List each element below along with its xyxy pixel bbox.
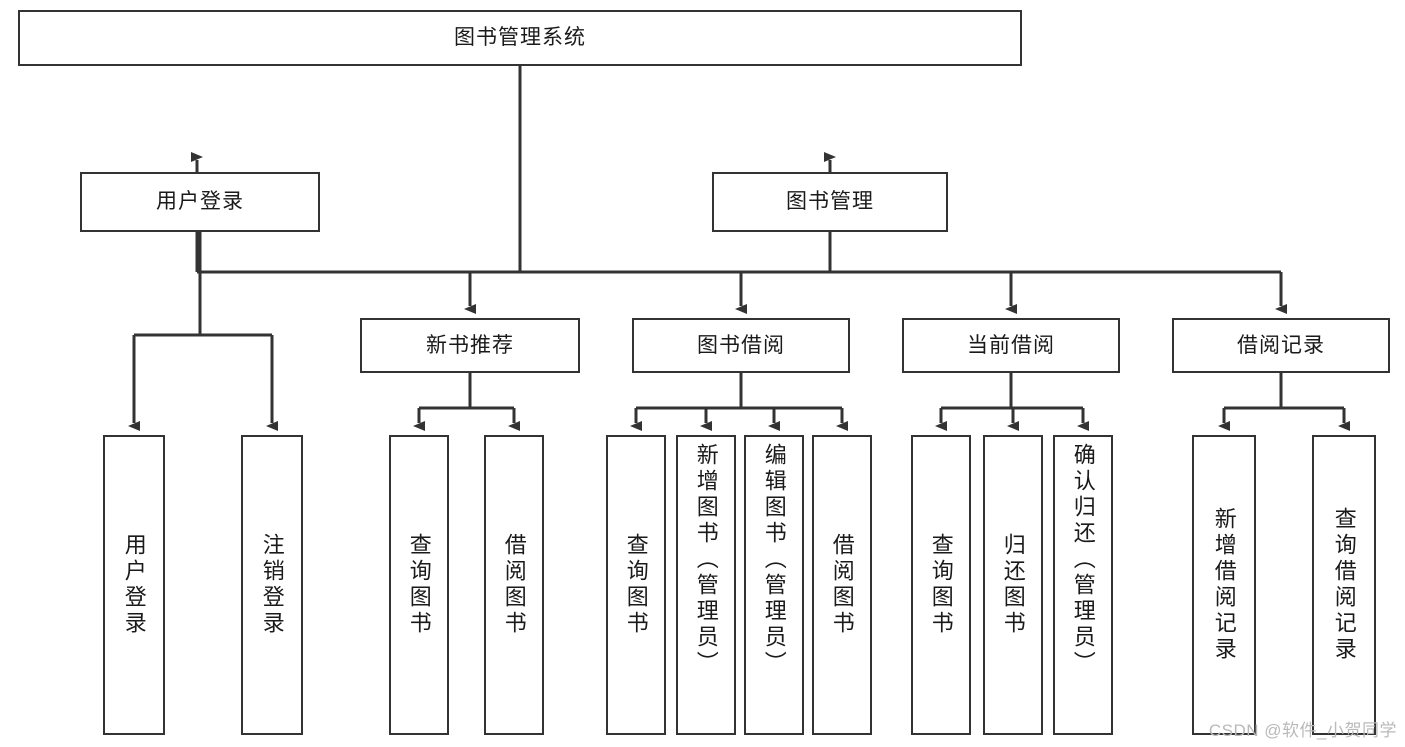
node-current-borrow-label: 当前借阅 <box>967 333 1055 357</box>
node-leaf-borrow-book-label: 借阅图书 <box>829 533 855 637</box>
node-leaf-add-borrow-record[interactable]: 新增借阅记录 <box>1192 435 1256 735</box>
node-root-label: 图书管理系统 <box>454 26 586 50</box>
node-new-book-recommend-label: 新书推荐 <box>426 333 514 357</box>
node-borrow-record[interactable]: 借阅记录 <box>1172 318 1390 373</box>
node-leaf-confirm-return-admin[interactable]: 确认归还（管理员） <box>1053 435 1113 735</box>
node-book-borrow[interactable]: 图书借阅 <box>632 318 850 373</box>
node-leaf-query-borrow-record[interactable]: 查询借阅记录 <box>1312 435 1376 735</box>
node-leaf-borrow-book-rec-label: 借阅图书 <box>501 533 527 637</box>
node-leaf-logout[interactable]: 注销登录 <box>241 435 303 735</box>
node-root[interactable]: 图书管理系统 <box>18 10 1022 66</box>
node-leaf-add-book-admin[interactable]: 新增图书（管理员） <box>676 435 736 735</box>
node-leaf-edit-book-admin[interactable]: 编辑图书（管理员） <box>744 435 804 735</box>
node-leaf-query-book-cur-label: 查询图书 <box>928 533 954 637</box>
node-current-borrow[interactable]: 当前借阅 <box>902 318 1120 373</box>
node-leaf-return-book[interactable]: 归还图书 <box>983 435 1043 735</box>
node-leaf-query-book-cur[interactable]: 查询图书 <box>911 435 971 735</box>
node-leaf-query-borrow-record-label: 查询借阅记录 <box>1331 507 1357 663</box>
node-new-book-recommend[interactable]: 新书推荐 <box>360 318 580 373</box>
node-leaf-return-book-label: 归还图书 <box>1000 533 1026 637</box>
node-leaf-borrow-book-rec[interactable]: 借阅图书 <box>484 435 544 735</box>
node-leaf-query-book-borrow[interactable]: 查询图书 <box>606 435 666 735</box>
node-leaf-add-book-admin-label: 新增图书（管理员） <box>693 443 719 677</box>
node-leaf-user-login-label: 用户登录 <box>121 533 147 637</box>
node-leaf-edit-book-admin-label: 编辑图书（管理员） <box>761 443 787 677</box>
node-book-borrow-label: 图书借阅 <box>697 333 785 357</box>
node-leaf-query-book-rec[interactable]: 查询图书 <box>389 435 449 735</box>
node-user-login[interactable]: 用户登录 <box>80 172 320 232</box>
node-borrow-record-label: 借阅记录 <box>1237 333 1325 357</box>
node-book-manage-label: 图书管理 <box>786 190 874 214</box>
node-leaf-query-book-rec-label: 查询图书 <box>406 533 432 637</box>
node-leaf-logout-label: 注销登录 <box>259 533 285 637</box>
node-leaf-confirm-return-admin-label: 确认归还（管理员） <box>1070 443 1096 677</box>
node-leaf-query-book-borrow-label: 查询图书 <box>623 533 649 637</box>
node-user-login-label: 用户登录 <box>156 190 244 214</box>
node-book-manage[interactable]: 图书管理 <box>712 172 948 232</box>
node-leaf-add-borrow-record-label: 新增借阅记录 <box>1211 507 1237 663</box>
node-leaf-user-login[interactable]: 用户登录 <box>103 435 165 735</box>
node-leaf-borrow-book[interactable]: 借阅图书 <box>812 435 872 735</box>
